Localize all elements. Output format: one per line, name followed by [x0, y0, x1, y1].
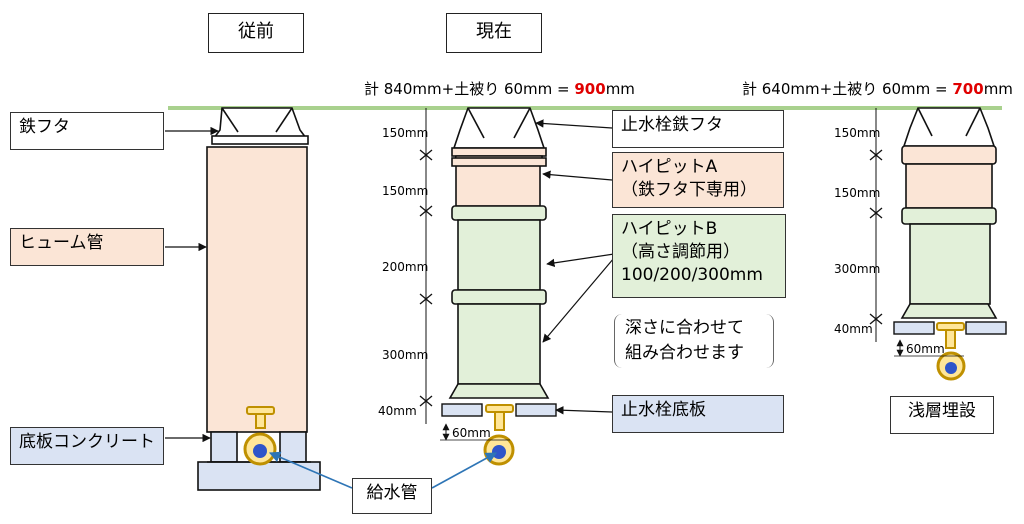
- note-line1: 深さに合わせて: [625, 318, 744, 338]
- note-combine: 深さに合わせて 組み合わせます: [614, 314, 774, 368]
- label-stopcock-base: 止水栓底板: [612, 395, 784, 433]
- label-stopcock-lid: 止水栓鉄フタ: [612, 110, 784, 148]
- dim-right-hipit-a: 150mm: [834, 186, 881, 200]
- dim-right-hipit-b: 300mm: [834, 262, 881, 276]
- dim-center-base: 40mm: [378, 404, 417, 418]
- hipit-b1-shape: [457, 219, 541, 291]
- label-hipit-b: ハイピットB （高さ調節用） 100/200/300mm: [612, 214, 786, 298]
- dim-center-lid: 150mm: [382, 126, 429, 140]
- valve-right: [936, 322, 966, 381]
- iron-lid-shape: [212, 107, 308, 139]
- dim-center-hipit-b2: 300mm: [382, 348, 429, 362]
- header-before: 従前: [208, 13, 304, 53]
- note-line2: 組み合わせます: [625, 342, 744, 363]
- hipit-a-line1: ハイピットA: [621, 157, 718, 177]
- total-right: 計 640mm+土被り 60mm = 700mm: [742, 80, 1013, 98]
- dim-right-lid: 150mm: [834, 126, 881, 140]
- stopcock-base-shape: [441, 403, 483, 417]
- hipit-b-line2: （高さ調節用）: [621, 241, 740, 262]
- hipit-a-line2: （鉄フタ下専用）: [621, 179, 757, 200]
- label-base-concrete: 底板コンクリート: [10, 427, 164, 465]
- dim-center-hipit-b1: 200mm: [382, 260, 429, 274]
- dim-center-cover: 60mm: [452, 426, 491, 440]
- now-structure: [419, 107, 615, 466]
- dim-right-cover: 60mm: [906, 342, 945, 356]
- before-structure: [165, 107, 321, 491]
- valve-left: [243, 406, 277, 466]
- dim-center-hipit-a: 150mm: [382, 184, 429, 198]
- dim-right-base: 40mm: [834, 322, 873, 336]
- hume-pipe-shape: [206, 146, 308, 433]
- hipit-b-line1: ハイピットB: [621, 219, 718, 239]
- label-iron-lid: 鉄フタ: [10, 112, 164, 150]
- header-now: 現在: [446, 13, 542, 53]
- total-center: 計 840mm+土被り 60mm = 900mm: [364, 80, 635, 98]
- label-shallow: 浅層埋設: [890, 396, 994, 434]
- shallow-structure: [869, 107, 1007, 381]
- label-water-pipe: 給水管: [352, 478, 432, 514]
- hipit-b2-shape: [457, 303, 541, 385]
- hipit-b-line3: 100/200/300mm: [621, 264, 763, 285]
- label-hipit-a: ハイピットA （鉄フタ下専用）: [612, 152, 784, 208]
- label-hume-pipe: ヒューム管: [10, 228, 164, 266]
